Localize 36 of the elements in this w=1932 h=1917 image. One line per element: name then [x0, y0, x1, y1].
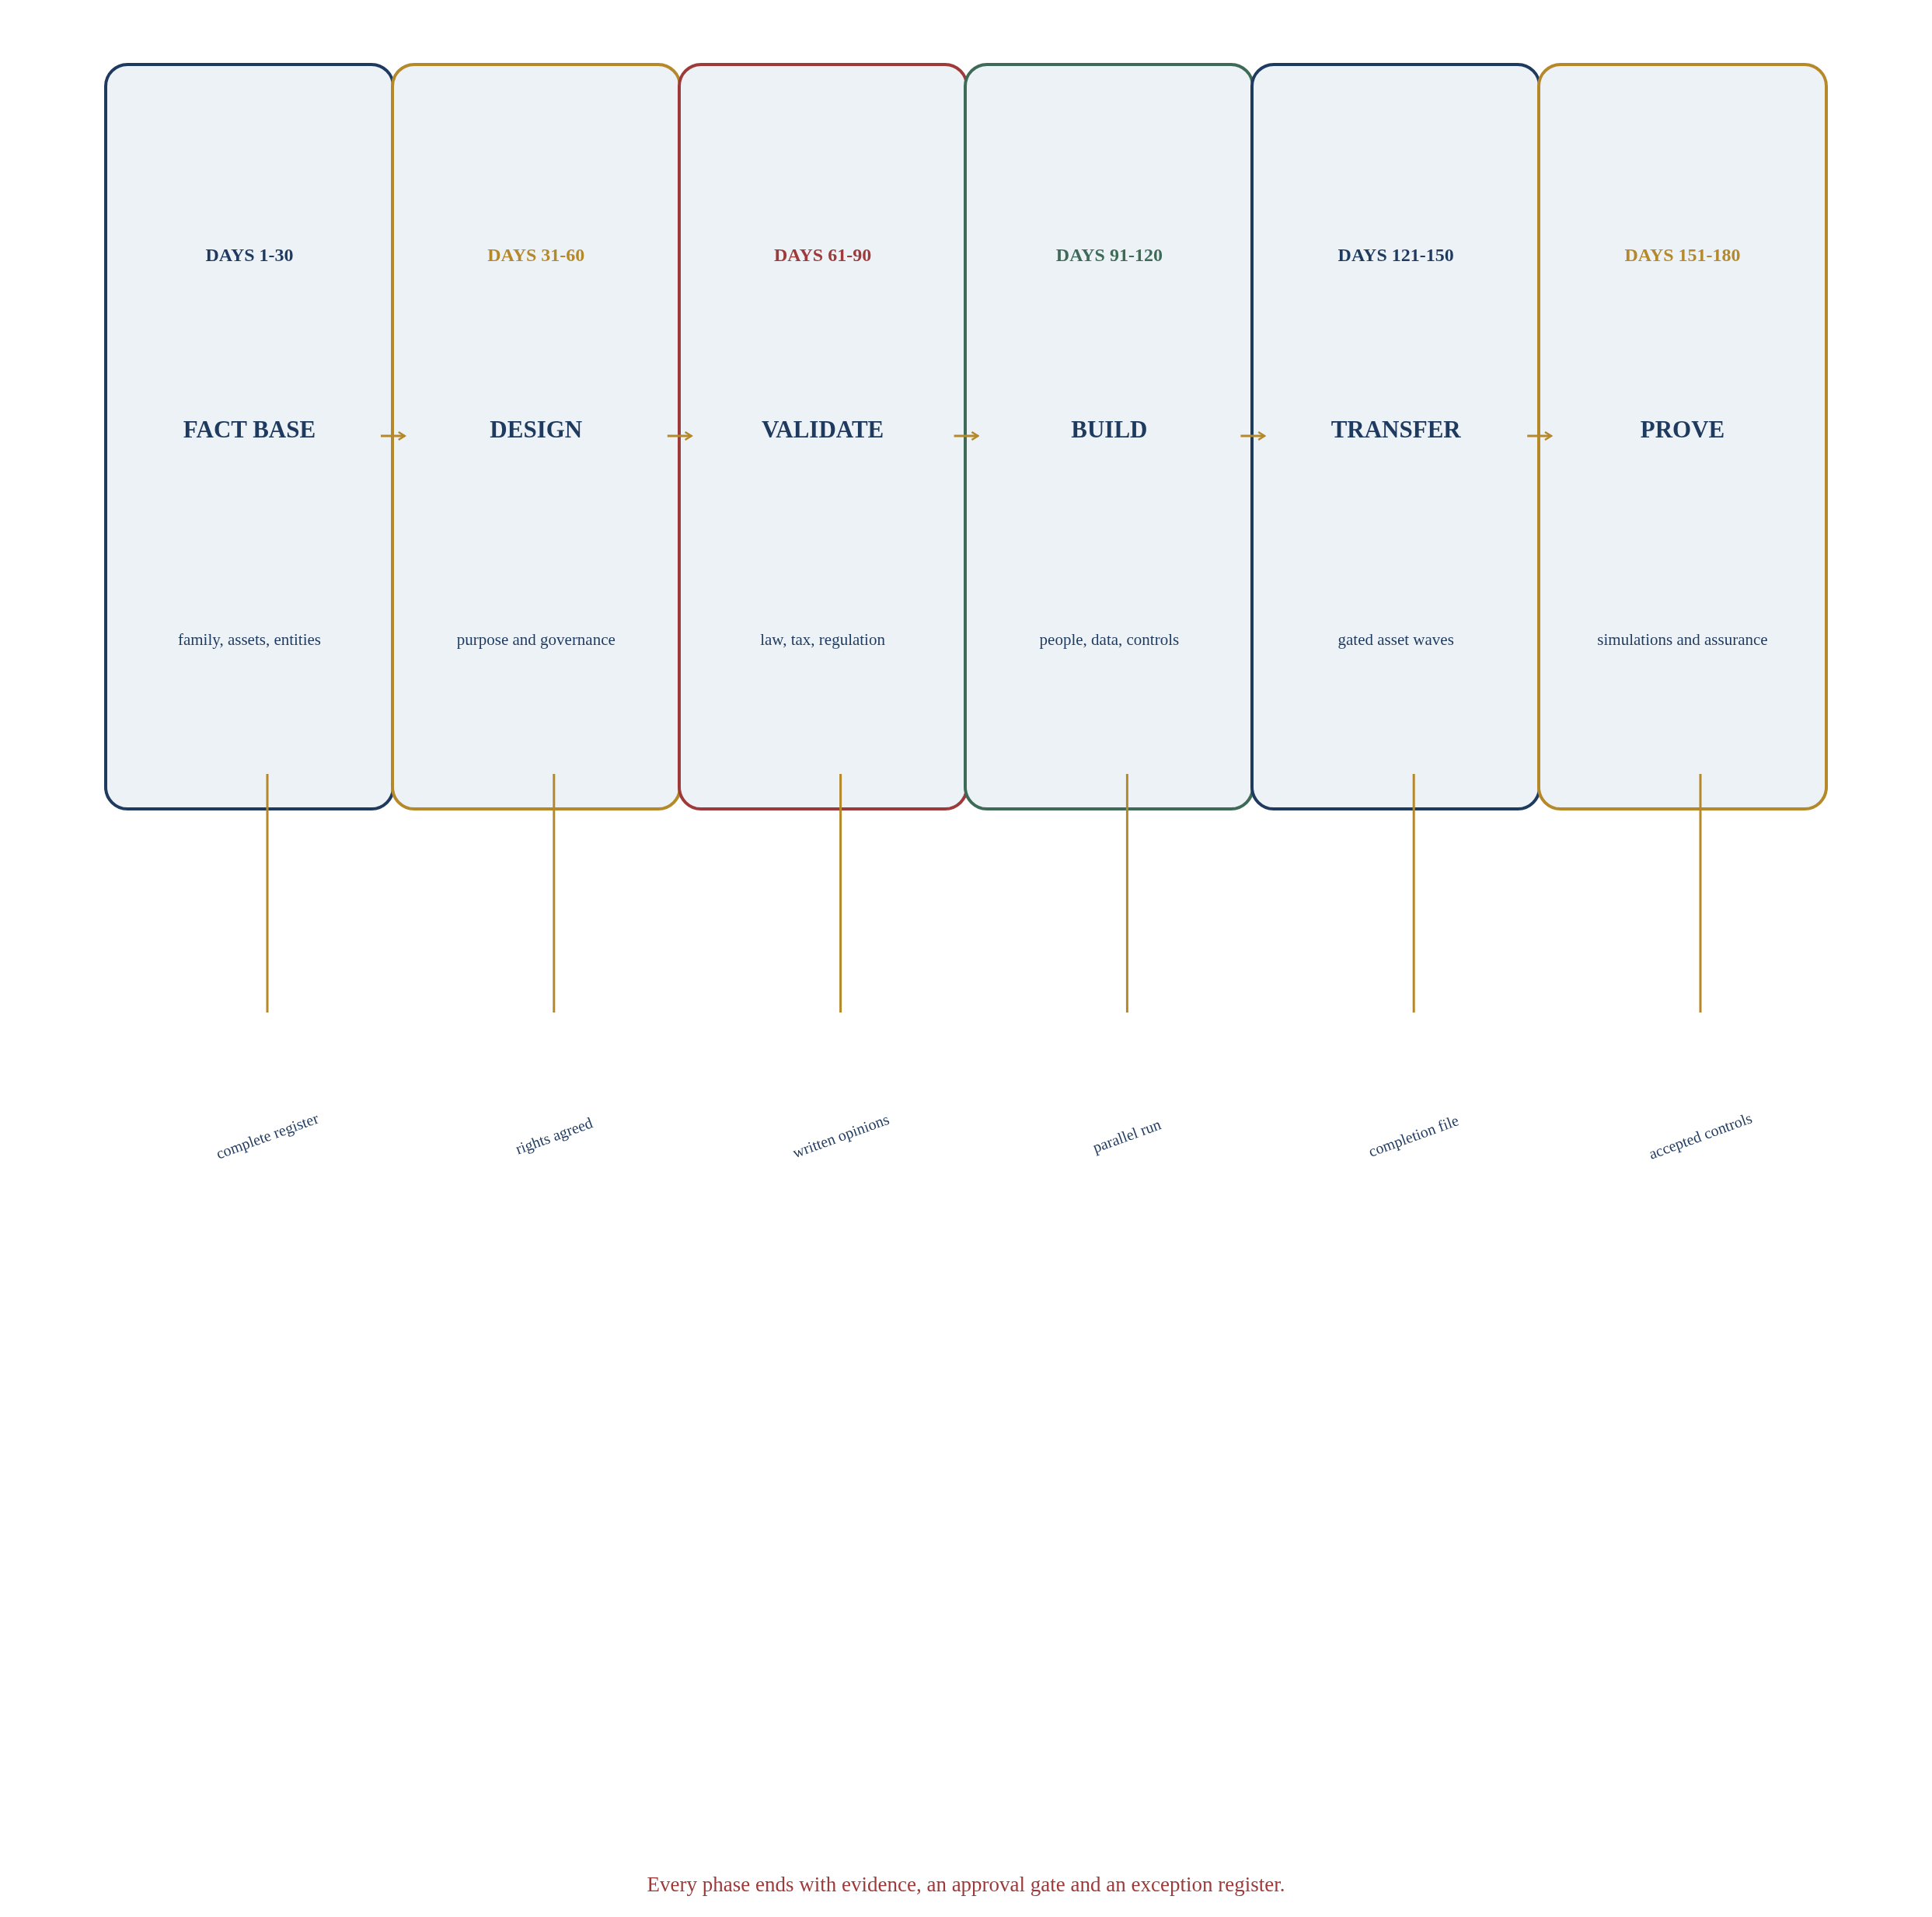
phase-description: simulations and assurance	[1596, 630, 1769, 650]
phase-description: gated asset waves	[1337, 630, 1455, 650]
phase-description: purpose and governance	[455, 630, 616, 650]
phase-title: BUILD	[1070, 416, 1149, 444]
phase-description: family, assets, entities	[176, 630, 323, 650]
connector-line	[1412, 774, 1415, 1013]
arrow	[1240, 430, 1266, 441]
milestone-label: written opinions	[790, 1110, 891, 1162]
phase-days: DAYS 31-60	[393, 245, 678, 266]
phase-title: FACT BASE	[182, 416, 317, 444]
connector-line	[266, 774, 269, 1013]
arrow	[1527, 430, 1553, 441]
connector-line	[1699, 774, 1702, 1013]
milestone-label: rights agreed	[513, 1114, 595, 1159]
phase-title: VALIDATE	[760, 416, 885, 444]
phase-title: PROVE	[1639, 416, 1726, 444]
phase-title: DESIGN	[489, 416, 584, 444]
phase-days: DAYS 91-120	[967, 245, 1252, 266]
phase-days: DAYS 121-150	[1254, 245, 1539, 266]
phase-description: law, tax, regulation	[759, 630, 886, 650]
phase-card	[390, 63, 682, 810]
milestone-label: complete register	[214, 1109, 321, 1163]
phase-title: TRANSFER	[1330, 416, 1462, 444]
caption: Every phase ends with evidence, an approval gate and an exception register.	[646, 1873, 1286, 1897]
arrow	[667, 430, 692, 441]
connector-line	[839, 774, 842, 1013]
phase-description: people, data, controls	[1038, 630, 1180, 650]
connector-line	[1125, 774, 1128, 1013]
arrow	[381, 430, 406, 441]
phase-days: DAYS 61-90	[680, 245, 965, 266]
phase-card	[1537, 63, 1828, 810]
phase-card	[104, 63, 395, 810]
phase-days: DAYS 1-30	[107, 245, 392, 266]
phase-days: DAYS 151-180	[1540, 245, 1825, 266]
arrow	[954, 430, 979, 441]
connector-line	[553, 774, 556, 1013]
